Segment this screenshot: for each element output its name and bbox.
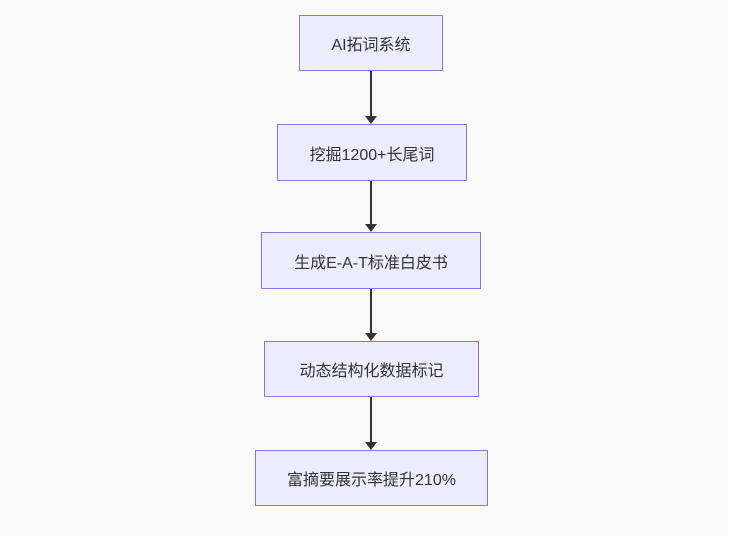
edge-a-to-b xyxy=(370,71,372,117)
arrowhead-down-icon xyxy=(365,333,377,341)
flow-node-dynamic-structured-data-markup: 动态结构化数据标记 xyxy=(264,341,479,397)
edge-b-to-c xyxy=(370,181,372,225)
flow-node-rich-snippet-rate-increase: 富摘要展示率提升210% xyxy=(255,450,488,506)
flow-node-mine-longtail-keywords: 挖掘1200+长尾词 xyxy=(277,124,467,181)
arrowhead-down-icon xyxy=(365,116,377,124)
edge-c-to-d xyxy=(370,289,372,334)
flow-node-ai-word-expansion-system: AI拓词系统 xyxy=(299,15,443,71)
edge-d-to-e xyxy=(370,397,372,443)
arrowhead-down-icon xyxy=(365,442,377,450)
arrowhead-down-icon xyxy=(365,224,377,232)
flow-node-generate-eat-whitepaper: 生成E-A-T标准白皮书 xyxy=(261,232,481,289)
